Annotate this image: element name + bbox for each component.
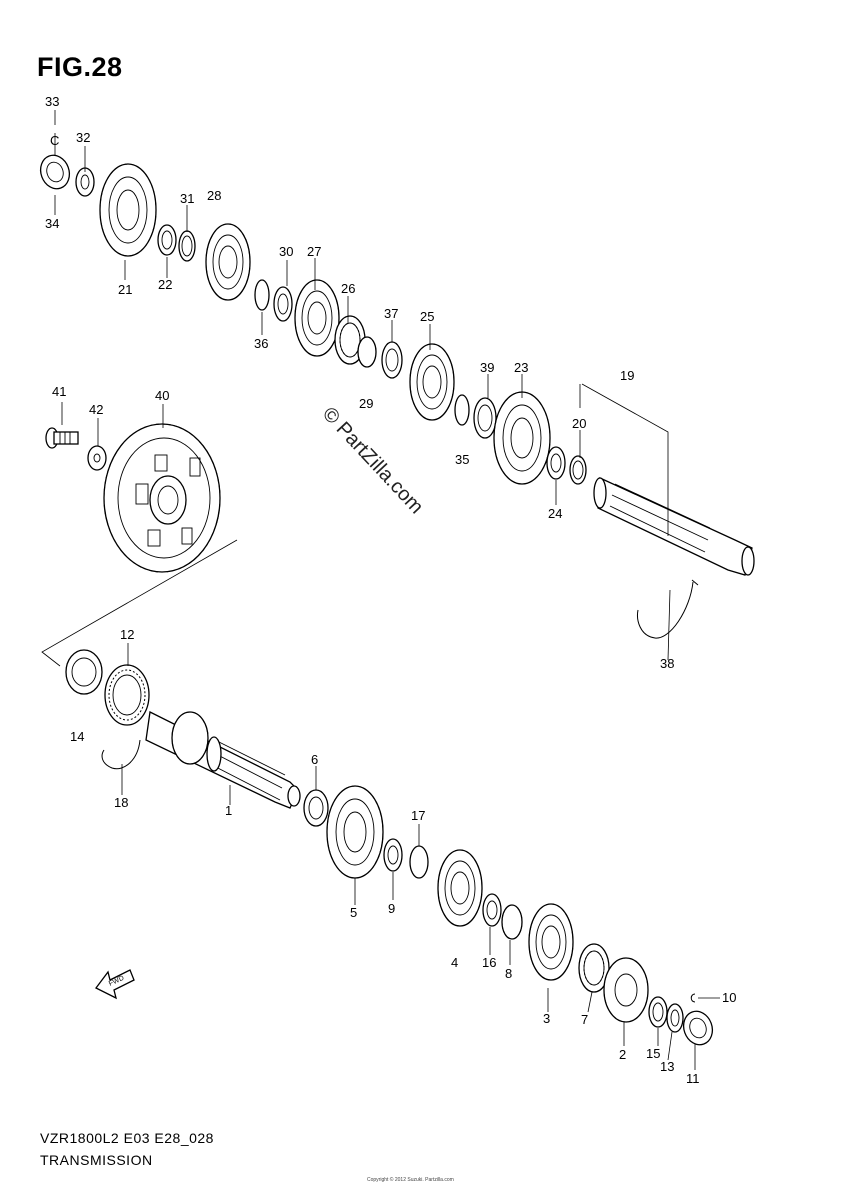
part-3-gear [528,903,574,981]
part-30-washer [273,286,293,322]
part-32-washer [75,167,95,197]
leader-lines [54,110,720,1070]
label-28: 28 [207,188,221,203]
part-37-washer [381,341,403,379]
label-3: 3 [543,1011,550,1026]
part-5-gear [326,785,384,879]
part-34-bearing [39,154,71,190]
part-35-circlip [454,394,470,426]
label-31: 31 [180,191,194,206]
part-13-washer [666,1003,684,1033]
label-19: 19 [620,368,634,383]
part-42-washer [87,445,107,471]
part-21-gear [99,163,157,257]
label-34: 34 [45,216,59,231]
label-23: 23 [514,360,528,375]
label-1: 1 [225,803,232,818]
part-4-gear [437,849,483,927]
upper-shaft-assembly [39,154,755,639]
label-40: 40 [155,388,169,403]
part-29-bearing [357,336,377,368]
label-35: 35 [455,452,469,467]
part-10-pin [690,993,696,1003]
label-39: 39 [480,360,494,375]
part-25-gear [409,343,455,421]
part-15-washer [648,996,668,1028]
label-41: 41 [52,384,66,399]
label-27: 27 [307,244,321,259]
fwd-arrow-icon: FWD [95,969,135,1000]
label-30: 30 [279,244,293,259]
label-16: 16 [482,955,496,970]
part-38-circlip [637,581,694,639]
label-33-pin: C [50,133,59,148]
part-40-final-gear [103,423,221,573]
label-36: 36 [254,336,268,351]
part-labels: 33 C 32 34 21 22 31 28 36 30 27 26 37 25… [45,94,736,1086]
label-8: 8 [505,966,512,981]
part-20-washer [569,455,587,485]
label-2: 2 [619,1047,626,1062]
label-6: 6 [311,752,318,767]
figure-name: TRANSMISSION [40,1152,153,1168]
copyright-small-print: Copyright © 2012 Suzuki. Partzilla.com [367,1177,454,1183]
part-39-washer [473,397,497,439]
lower-shaft-assembly [65,649,714,1046]
label-10: 10 [722,990,736,1005]
label-29: 29 [359,396,373,411]
label-9: 9 [388,901,395,916]
figure-title: FIG.28 [37,52,123,82]
label-4: 4 [451,955,458,970]
label-26: 26 [341,281,355,296]
part-31-washer [178,230,196,262]
part-2-gear [603,957,649,1023]
figure-code: VZR1800L2 E03 E28_028 [40,1130,214,1146]
part-18-circlip [101,739,141,770]
part-9-washer [383,838,403,872]
label-18: 18 [114,795,128,810]
part-22-bushing [157,224,177,256]
part-11-bearing [682,1010,714,1046]
part-23-gear [493,391,551,485]
part-8-bearing [501,904,523,940]
part-41-bolt [45,427,79,449]
label-17: 17 [411,808,425,823]
label-32: 32 [76,130,90,145]
label-22: 22 [158,277,172,292]
label-12: 12 [120,627,134,642]
part-14-oil-seal [65,649,103,695]
label-13: 13 [660,1059,674,1074]
label-42: 42 [89,402,103,417]
part-16-washer [482,893,502,927]
part-19-countershaft [593,477,755,576]
label-37: 37 [384,306,398,321]
part-12-bearing [104,664,150,726]
label-7: 7 [581,1012,588,1027]
part-24-bushing [546,446,566,480]
part-17-circlip [409,845,429,879]
label-15: 15 [646,1046,660,1061]
label-25: 25 [420,309,434,324]
label-20: 20 [572,416,586,431]
part-28-gear [205,223,251,301]
label-21: 21 [118,282,132,297]
label-33: 33 [45,94,59,109]
label-38: 38 [660,656,674,671]
label-14: 14 [70,729,84,744]
part-6-bushing [303,789,329,827]
label-24: 24 [548,506,562,521]
part-27-gear [294,279,340,357]
label-5: 5 [350,905,357,920]
part-36-circlip [254,279,270,311]
label-11: 11 [686,1071,700,1086]
part-1-driveshaft [145,711,301,809]
